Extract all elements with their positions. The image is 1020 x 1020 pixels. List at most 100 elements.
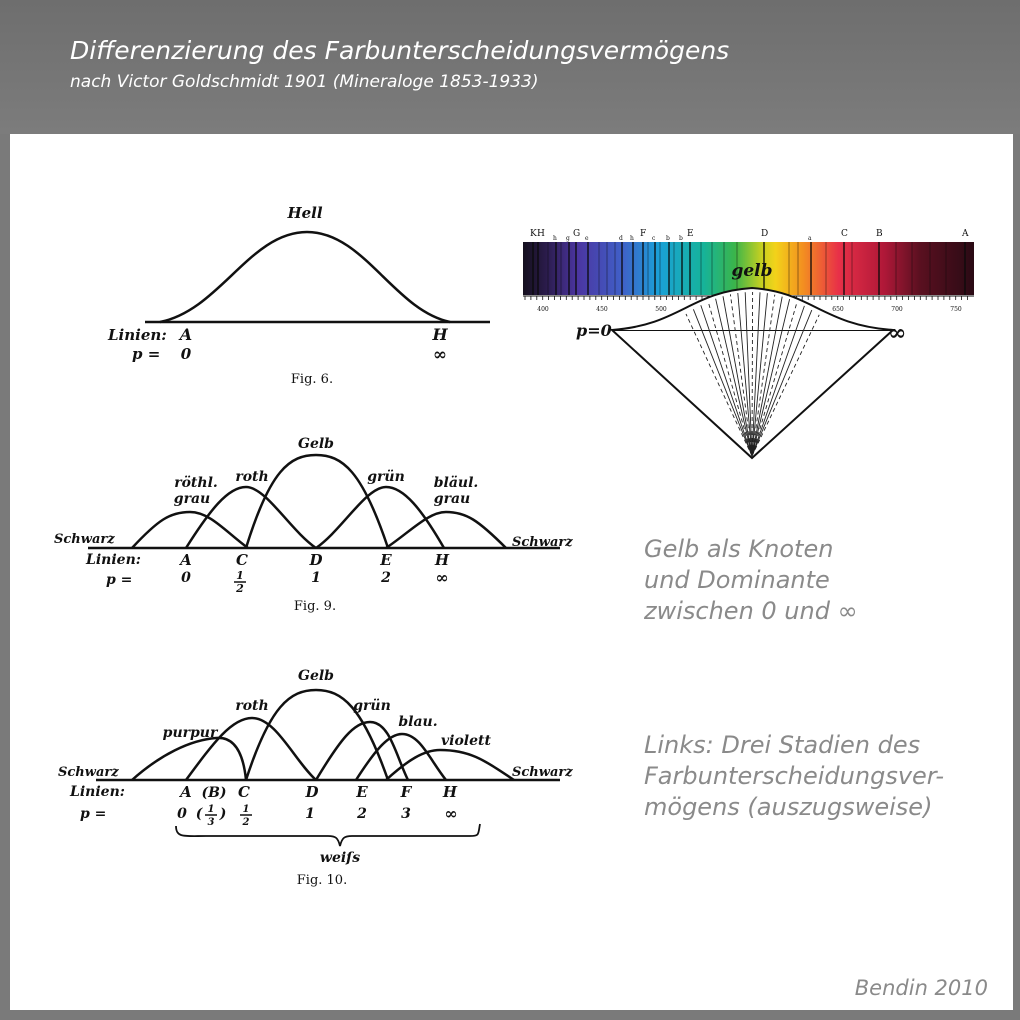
fig9-p-one: 1 [311, 570, 321, 586]
cone-ray [729, 294, 753, 457]
fig10-label-violett: violett [441, 733, 491, 749]
spectrum-letter-h: H [537, 229, 545, 239]
fig10-schwarz-right: Schwarz [512, 765, 573, 780]
fig6-hell-curve [159, 230, 451, 324]
fig10-brace-label: weiſs [320, 850, 360, 866]
spectrum-letter-c-small: c [652, 235, 656, 242]
spectrum-gelb-label: gelb [731, 261, 772, 281]
fig9-peak-label: Gelb [298, 436, 334, 452]
fig9-p-infinity: ∞ [435, 568, 448, 587]
spectrum-letter-b-small: b [666, 235, 670, 242]
fig10-p-three: 3 [401, 806, 411, 822]
fig6-p-zero: 0 [181, 345, 192, 363]
fig10-diagram: Gelb purpur roth grün blau. violett Schw… [58, 668, 573, 888]
fig10-peak-label: Gelb [298, 668, 334, 684]
fig10-line-a: A [178, 783, 192, 801]
fig9-schwarz-right: Schwarz [512, 535, 573, 550]
fig10-schwarz-left: Schwarz [58, 765, 119, 780]
fig9-label-roth: roth [235, 469, 268, 485]
cone-ray [751, 294, 776, 457]
note2-line1: Links: Drei Stadien des [644, 731, 921, 759]
fig9-schwarz-left: Schwarz [54, 532, 115, 547]
note1-line1: Gelb als Knoten [644, 535, 834, 563]
fig10-p-half-num: 1 [243, 804, 250, 815]
fig10-curve-violett [385, 748, 515, 782]
fig10-line-f: F [400, 783, 413, 801]
fig9-label-grun: grün [367, 469, 405, 485]
cone-ray [722, 296, 753, 457]
fig6-p-infinity: ∞ [433, 345, 447, 365]
spectrum-letter-d: D [761, 229, 768, 239]
page-title: Differenzierung des Farbunterscheidungsv… [70, 36, 730, 65]
spectrum-p-zero: p=0 [576, 321, 612, 340]
note1-line3: zwischen 0 und ∞ [644, 597, 858, 625]
spectrum-letter-e: E [687, 229, 694, 239]
note-gelb-dominante: Gelb als Knoten und Dominante zwischen 0… [644, 534, 858, 627]
spectrum-letter-g: G [573, 229, 580, 239]
credit-label: Bendin 2010 [854, 976, 988, 1000]
fig10-label-roth: roth [235, 698, 268, 714]
cone-ray [715, 298, 753, 457]
cone-ray [700, 305, 753, 457]
fig10-p-infinity: ∞ [444, 804, 457, 823]
fig9-linien-label: Linien: [85, 552, 141, 568]
fig10-label-purpur: purpur [163, 725, 219, 741]
fig9-curve-gelb [244, 453, 390, 549]
spectrum-band [523, 242, 974, 295]
fig6-p-label: p = [132, 345, 160, 363]
spectrum-infinity: ∞ [888, 320, 906, 346]
fig9-label-grau-right: grau [434, 491, 470, 507]
cone-ray [751, 299, 791, 457]
spectrum-letter-b2-small: b [679, 235, 683, 242]
note-drei-stadien: Links: Drei Stadien des Farbunterscheidu… [644, 730, 944, 823]
spectrum-letter-b: B [876, 229, 883, 239]
spectrum-letter-d-small: d [619, 235, 623, 242]
spectrum-scale-700: 700 [891, 306, 903, 313]
fig9-line-h: H [434, 551, 450, 569]
fig9-curve-grun [315, 485, 446, 550]
fig10-brace [175, 823, 481, 847]
fig9-p-two: 2 [380, 570, 391, 586]
spectrum-letter-e-small: e [585, 235, 589, 242]
fig9-label-blaul: bläul. [434, 475, 479, 491]
fig9-p-half-den: 2 [235, 582, 244, 595]
fig9-p-zero: 0 [181, 570, 191, 586]
spectrum-cone-rays [685, 292, 820, 457]
fig9-line-d: D [308, 551, 322, 569]
spectrum-letter-c: C [841, 229, 848, 239]
fig10-curve-gelb [244, 688, 390, 781]
fig10-p-one: 1 [305, 806, 315, 822]
fig9-label-grau-left: grau [174, 491, 210, 507]
fig10-curve-roth [184, 716, 317, 781]
fig6-line-h: H [431, 325, 448, 344]
fig10-p-zero: 0 [177, 806, 187, 822]
cone-ray [692, 309, 753, 457]
fig10-p-close-paren: ) [219, 806, 227, 822]
cone-ray [744, 292, 753, 457]
cone-ray [751, 292, 754, 457]
fig9-p-label: p = [106, 572, 132, 588]
fig10-p-open-paren: ( [196, 806, 204, 822]
fig10-label-grun: grün [353, 698, 391, 714]
cone-ray [707, 301, 753, 457]
fig6-linien-label: Linien: [107, 326, 167, 344]
fig10-linien-label: Linien: [69, 784, 125, 800]
spectrum-letter-h2-small: h [630, 235, 634, 242]
fig9-curve-blaul-grau [385, 510, 507, 550]
fig9-caption: Fig. 9. [294, 599, 336, 614]
header-bar: Differenzierung des Farbunterscheidungsv… [0, 0, 1020, 134]
spectrum-scale-500: 500 [655, 306, 667, 313]
fig10-label-blau: blau. [398, 714, 437, 730]
cone-ray [751, 309, 813, 457]
fig9-diagram: Gelb röthl. grau roth grün bläul. grau S… [54, 436, 573, 614]
fig10-line-e: E [355, 783, 368, 801]
note2-line3: mögens (auszugsweise) [644, 793, 933, 821]
fig10-line-h: H [442, 783, 458, 801]
fig6-line-a: A [178, 325, 192, 344]
fraunhofer-lines [532, 242, 966, 295]
fig10-p-two: 2 [356, 806, 367, 822]
spectrum-scale-650: 650 [832, 306, 844, 313]
spectrum-letter-k: K [530, 229, 537, 239]
cone-ray [751, 305, 805, 457]
